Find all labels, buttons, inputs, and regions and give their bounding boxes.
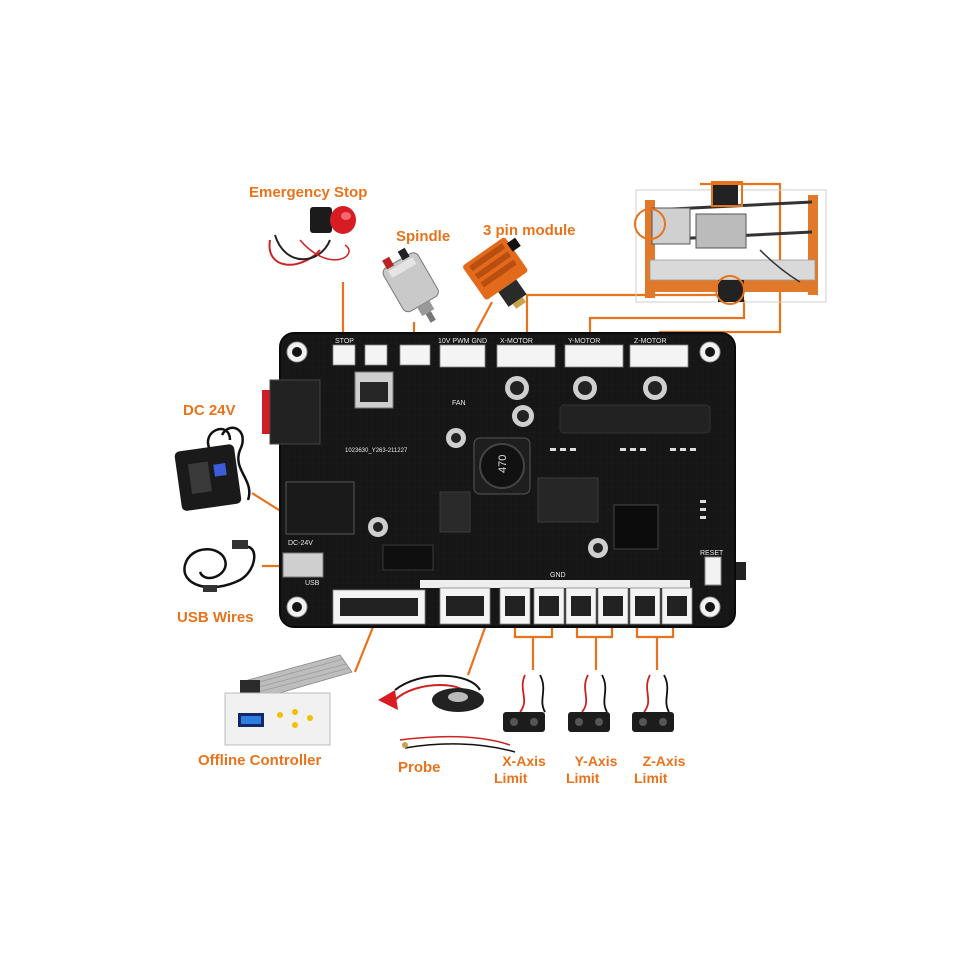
- offline-controller-image: [224, 654, 353, 746]
- label-x-limit: Limit: [494, 770, 528, 786]
- silk-x-motor: X-MOTOR: [500, 338, 533, 345]
- label-z-axis: Z-Axis: [642, 753, 686, 769]
- label-z-axis-limit: Z-Axis Limit: [634, 753, 694, 787]
- probe-image: [378, 674, 516, 753]
- label-emergency-stop: Emergency Stop: [249, 184, 368, 201]
- silk-pwm: 10V PWM GND: [438, 338, 487, 345]
- x-limit-switch-image: [503, 674, 546, 732]
- y-limit-switch-image: [568, 674, 610, 732]
- spindle-image: [382, 247, 439, 323]
- label-y-axis: Y-Axis: [574, 753, 618, 769]
- silk-inductor: 470: [497, 455, 509, 473]
- label-offline-controller: Offline Controller: [198, 752, 322, 769]
- silk-reset: RESET: [700, 550, 724, 557]
- label-3-pin-module: 3 pin module: [483, 222, 576, 239]
- capacitors: [368, 376, 667, 558]
- label-dc-24v: DC 24V: [183, 402, 236, 419]
- top-connectors: [332, 344, 689, 368]
- usb-cable-image: [183, 540, 256, 592]
- power-adapter-image: [174, 426, 251, 511]
- emergency-stop-image: [268, 206, 356, 266]
- z-limit-switch-image: [632, 674, 674, 732]
- connection-lines: [251, 182, 782, 676]
- silk-fan: FAN: [452, 400, 466, 407]
- line-offline: [353, 621, 377, 673]
- limit-switch-images: [503, 674, 674, 732]
- silk-stop: STOP: [335, 338, 354, 345]
- label-z-limit: Limit: [634, 770, 668, 786]
- label-y-axis-limit: Y-Axis Limit: [566, 753, 626, 787]
- line-z-limit: [635, 625, 675, 670]
- line-probe: [466, 621, 489, 676]
- silk-y-motor: Y-MOTOR: [568, 338, 600, 345]
- silk-model: 1023630_Y263-211227: [345, 448, 408, 454]
- silk-dc24: DC-24V: [288, 540, 313, 547]
- label-y-limit: Limit: [566, 770, 600, 786]
- label-x-axis-limit: X-Axis Limit: [494, 753, 554, 787]
- cnc-machine-image: [634, 181, 827, 305]
- silk-gnd: GND: [550, 572, 566, 579]
- label-probe: Probe: [398, 759, 441, 776]
- label-usb-wires: USB Wires: [177, 609, 254, 626]
- label-spindle: Spindle: [396, 228, 451, 245]
- laser-module-image: [463, 237, 528, 309]
- controller-board: STOP X-MOTOR Y-MOTOR Z-MOTOR 10V PWM GND…: [262, 332, 746, 628]
- silk-usb: USB: [305, 580, 320, 587]
- silk-z-motor: Z-MOTOR: [634, 338, 667, 345]
- line-y-motor: [588, 300, 746, 343]
- line-x-limit: [513, 625, 554, 670]
- label-x-axis: X-Axis: [502, 753, 546, 769]
- line-y-limit: [575, 625, 614, 670]
